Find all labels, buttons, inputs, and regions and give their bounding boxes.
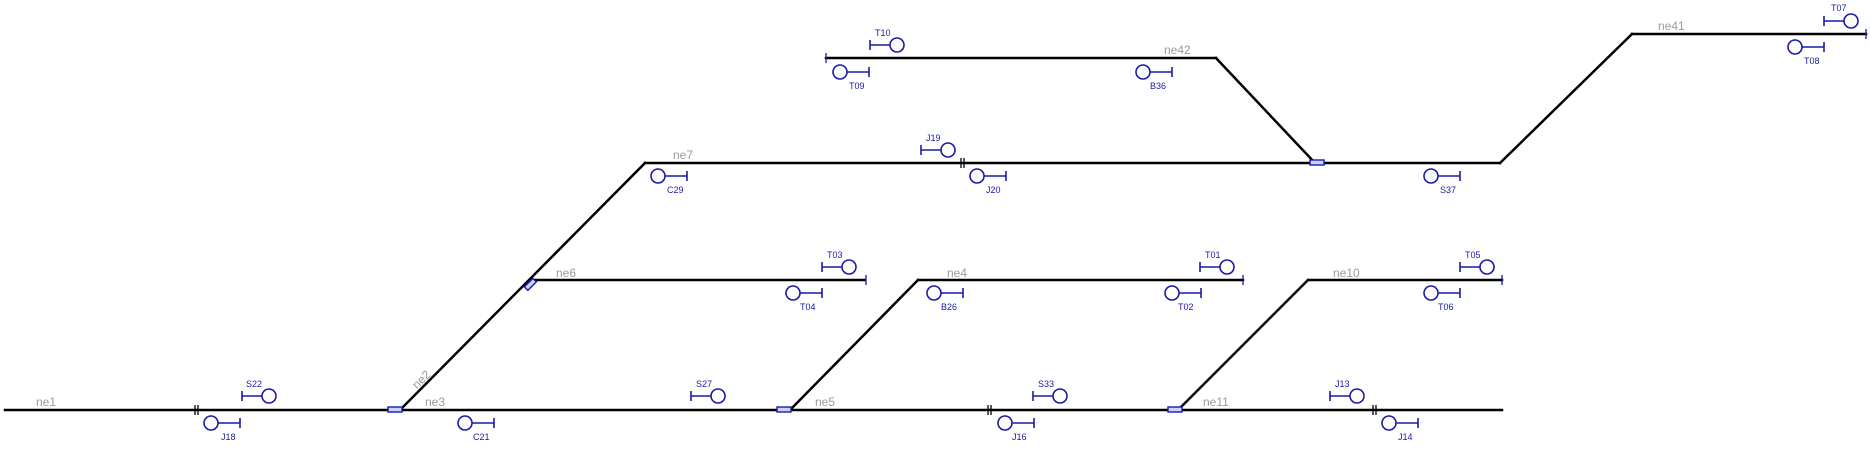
switch-marker[interactable] — [1167, 406, 1183, 413]
signal-T04[interactable]: T04 — [785, 285, 823, 312]
signal-label-J19: J19 — [926, 133, 941, 143]
switch-marker[interactable] — [776, 406, 792, 413]
signal-C29[interactable]: C29 — [650, 168, 688, 195]
segment-label-ne4: ne4 — [947, 266, 967, 280]
segment-label-ne3: ne3 — [425, 395, 445, 409]
signal-label-S22: S22 — [246, 379, 262, 389]
segment-label-ne10: ne10 — [1333, 266, 1360, 280]
signal-T05[interactable]: T05 — [1459, 250, 1495, 275]
signal-label-T02: T02 — [1178, 302, 1194, 312]
signal-label-J13: J13 — [1335, 379, 1350, 389]
signal-J16[interactable]: J16 — [997, 415, 1035, 442]
signal-J18[interactable]: J18 — [203, 415, 241, 442]
signal-S33[interactable]: S33 — [1032, 379, 1068, 404]
signal-label-C29: C29 — [667, 185, 684, 195]
signal-T07[interactable]: T07 — [1823, 3, 1859, 29]
segment-label-ne2: ne2 — [409, 367, 433, 391]
signal-label-T07: T07 — [1831, 3, 1847, 13]
segment-label-ne1: ne1 — [36, 395, 56, 409]
switch-marker[interactable] — [523, 277, 538, 292]
segment-label-ne5: ne5 — [815, 395, 835, 409]
segment-label-ne7: ne7 — [673, 148, 693, 162]
signal-label-T05: T05 — [1465, 250, 1481, 260]
signal-label-T09: T09 — [849, 81, 865, 91]
signals: S22 J18 C21 S27 S33 J16 — [203, 3, 1859, 442]
track-ne10-diag — [1176, 278, 1310, 412]
signal-label-T08: T08 — [1804, 56, 1820, 66]
track-ne41-diag — [1498, 32, 1634, 165]
joint-ne1 — [194, 405, 199, 415]
signal-C21[interactable]: C21 — [457, 415, 495, 442]
signal-T03[interactable]: T03 — [821, 250, 857, 275]
signal-label-T04: T04 — [800, 302, 816, 312]
signal-S37[interactable]: S37 — [1423, 168, 1461, 195]
signal-B36[interactable]: B36 — [1135, 64, 1173, 91]
signal-label-B26: B26 — [941, 302, 957, 312]
signal-label-T01: T01 — [1205, 250, 1221, 260]
track-ne4-diag — [788, 278, 920, 412]
segment-label-ne41: ne41 — [1658, 19, 1685, 33]
joint-ne5 — [987, 405, 992, 415]
signal-T06[interactable]: T06 — [1423, 285, 1461, 312]
switch-markers — [387, 159, 1325, 413]
segment-label-ne42: ne42 — [1164, 43, 1191, 57]
signal-J13[interactable]: J13 — [1329, 379, 1365, 404]
joint-ne7 — [960, 158, 965, 168]
signal-J20[interactable]: J20 — [969, 168, 1007, 195]
signal-B26[interactable]: B26 — [926, 285, 964, 312]
signal-label-S33: S33 — [1038, 379, 1054, 389]
signal-T10[interactable]: T10 — [869, 28, 905, 53]
segment-labels: ne1 ne3 ne2 ne5 ne11 ne6 ne4 ne10 ne7 ne… — [36, 19, 1685, 409]
signal-label-B36: B36 — [1150, 81, 1166, 91]
joint-ne11 — [1372, 405, 1377, 415]
signal-label-S37: S37 — [1440, 185, 1456, 195]
track-ne2 — [398, 161, 647, 412]
switch-marker[interactable] — [387, 406, 403, 413]
signal-label-S27: S27 — [696, 379, 712, 389]
track-ne42-diag — [1214, 56, 1317, 165]
signal-label-T03: T03 — [827, 250, 843, 260]
signal-label-J18: J18 — [221, 432, 236, 442]
signal-T08[interactable]: T08 — [1787, 39, 1825, 66]
signal-T09[interactable]: T09 — [832, 64, 870, 91]
signal-T01[interactable]: T01 — [1199, 250, 1235, 275]
signal-label-J20: J20 — [986, 185, 1001, 195]
track-lines — [3, 32, 1868, 412]
signal-J14[interactable]: J14 — [1381, 415, 1419, 442]
signal-label-C21: C21 — [473, 432, 490, 442]
signal-J19[interactable]: J19 — [920, 133, 956, 158]
signal-S22[interactable]: S22 — [241, 379, 277, 404]
insulated-joints — [194, 158, 1377, 415]
signal-label-T06: T06 — [1438, 302, 1454, 312]
signal-label-J14: J14 — [1398, 432, 1413, 442]
signal-label-J16: J16 — [1012, 432, 1027, 442]
segment-label-ne6: ne6 — [556, 266, 576, 280]
segment-label-ne11: ne11 — [1203, 395, 1229, 409]
signal-label-T10: T10 — [875, 28, 891, 38]
signal-S27[interactable]: S27 — [690, 379, 726, 404]
signal-T02[interactable]: T02 — [1164, 285, 1202, 312]
end-caps — [825, 29, 1867, 285]
switch-marker[interactable] — [1309, 159, 1325, 166]
